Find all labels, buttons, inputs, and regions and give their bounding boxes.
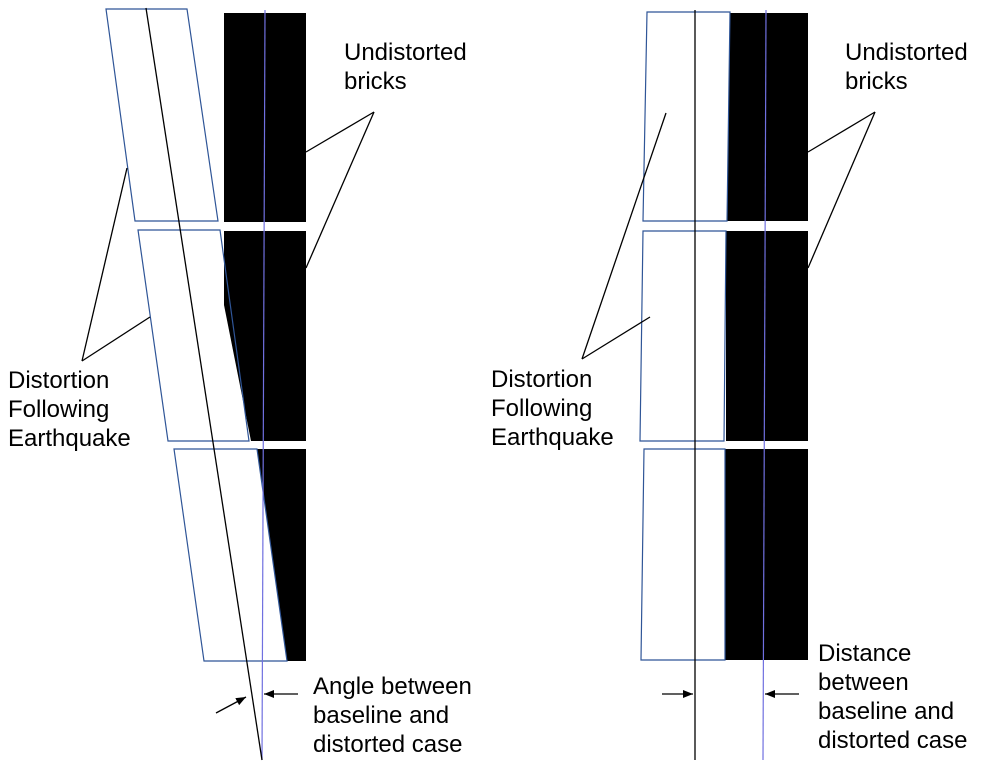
distortion-label-left-line: Earthquake bbox=[8, 425, 131, 452]
callout-undistorted-top-right bbox=[807, 111, 876, 153]
undistorted-brick-top-right bbox=[727, 13, 808, 221]
distortion-label-left-line: Following bbox=[8, 396, 109, 423]
distortion-label-left: Distortion Following Earthquake bbox=[8, 367, 131, 452]
distorted-brick-middle-left bbox=[137, 229, 250, 442]
undistorted-label-right-line: Undistorted bbox=[845, 39, 968, 66]
callout-distortion-middle-left bbox=[81, 316, 151, 362]
distortion-label-left-line: Distortion bbox=[8, 367, 109, 394]
distance-measure-label-line: distorted case bbox=[818, 727, 967, 754]
undistorted-brick-middle-right bbox=[726, 231, 808, 441]
callout-undistorted-middle-right bbox=[807, 111, 876, 269]
callout-distortion-top-right bbox=[581, 112, 667, 360]
distorted-brick-middle-right bbox=[639, 230, 727, 442]
distorted-brick-bottom-right bbox=[640, 448, 726, 661]
angle-measure-label-line: distorted case bbox=[313, 731, 462, 758]
angle-measure-label-line: Angle between bbox=[313, 673, 472, 700]
callout-distortion-middle-right bbox=[581, 316, 651, 360]
angle-arrow-left bbox=[215, 696, 247, 714]
undistorted-label-left-line: Undistorted bbox=[344, 39, 467, 66]
distorted-line-left bbox=[145, 7, 263, 761]
distance-measure-label: Distance between baseline and distorted … bbox=[818, 640, 967, 754]
distortion-label-right-line: Distortion bbox=[491, 366, 592, 393]
distorted-brick-top-right bbox=[642, 11, 731, 222]
baseline-line-left bbox=[261, 9, 266, 761]
undistorted-label-left: Undistorted bricks bbox=[344, 39, 473, 95]
undistorted-label-left-line: bricks bbox=[344, 68, 407, 95]
callout-undistorted-top-left bbox=[305, 111, 375, 153]
angle-measure-label-line: baseline and bbox=[313, 702, 449, 729]
left-panel: Undistorted bricks Distortion Following … bbox=[8, 7, 478, 761]
distorted-brick-bottom-left bbox=[173, 448, 288, 662]
undistorted-label-right: Undistorted bricks bbox=[845, 39, 974, 95]
undistorted-brick-bottom-right bbox=[725, 449, 808, 660]
undistorted-label-right-line: bricks bbox=[845, 68, 908, 95]
distance-measure-label-line: baseline and bbox=[818, 698, 954, 725]
undistorted-brick-bottom-left bbox=[257, 449, 306, 661]
right-panel: Undistorted bricks Distortion Following … bbox=[491, 9, 974, 761]
baseline-line-right bbox=[762, 9, 767, 761]
distortion-label-right-line: Following bbox=[491, 395, 592, 422]
distance-measure-label-line: Distance bbox=[818, 640, 911, 667]
distortion-label-right-line: Earthquake bbox=[491, 424, 614, 451]
undistorted-brick-middle-left bbox=[224, 231, 306, 441]
distance-measure-label-line: between bbox=[818, 669, 909, 696]
distortion-label-right: Distortion Following Earthquake bbox=[491, 366, 614, 451]
angle-measure-label: Angle between baseline and distorted cas… bbox=[313, 673, 478, 758]
callout-distortion-top-left bbox=[81, 167, 128, 362]
callout-undistorted-middle-left bbox=[305, 111, 375, 269]
